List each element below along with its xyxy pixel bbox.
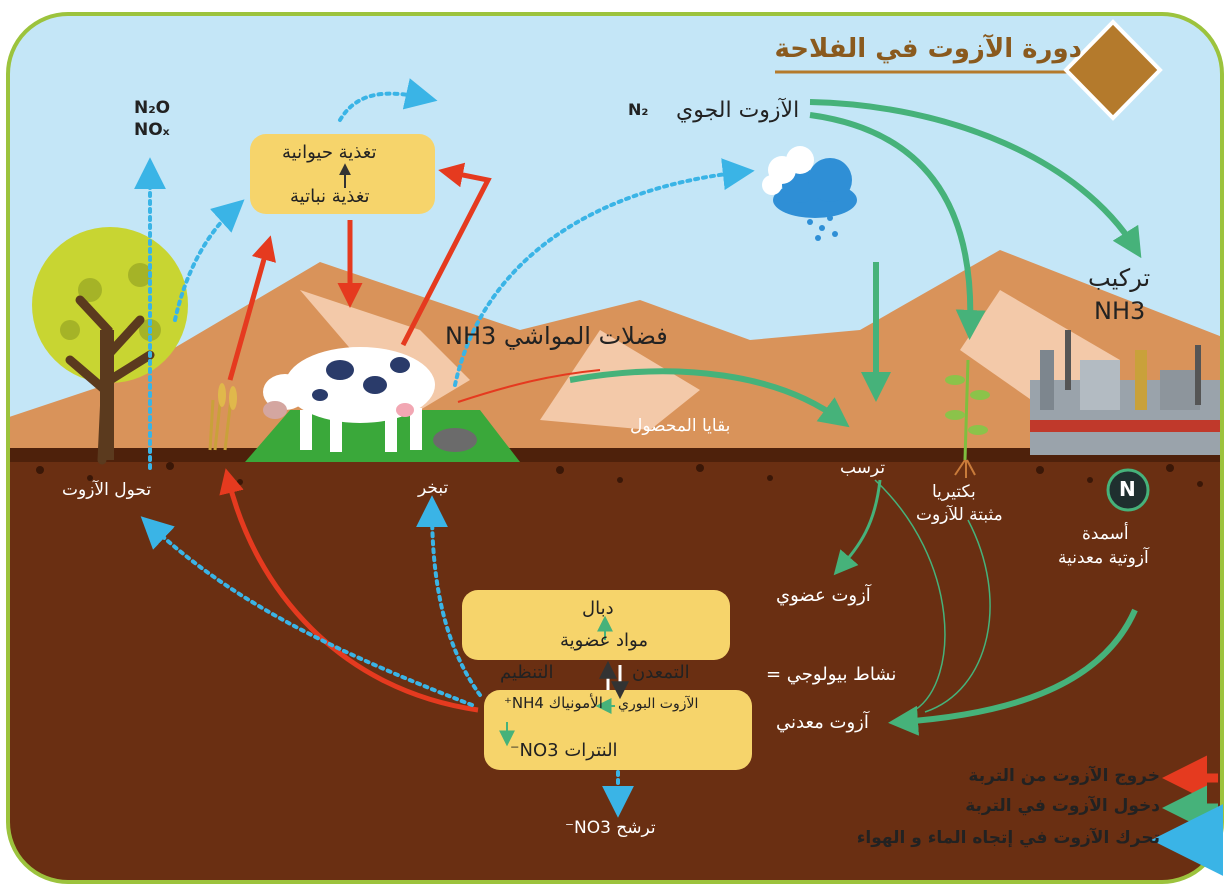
arrow-plant-to-nutrition xyxy=(227,235,276,381)
nox-label: NOₓ xyxy=(134,120,170,140)
line-bacteria-to-mineral xyxy=(924,519,991,713)
arrow-cow-to-nutrition xyxy=(400,162,492,347)
arrow-mineral-to-plant xyxy=(219,468,479,713)
arrow-tree-to-air xyxy=(173,199,245,322)
arrow-mineral-to-evaporation xyxy=(416,495,482,697)
frame-border xyxy=(6,12,1224,884)
urea-label: الآزوت البوري xyxy=(618,696,699,712)
bacteria-label-2: مثبتة للآزوت xyxy=(916,505,1003,525)
arrow-n2-to-bacteria xyxy=(809,112,986,340)
n2o-label: N₂O xyxy=(134,98,171,118)
arrow-mineral-to-transformation xyxy=(140,516,474,707)
legend-arrows xyxy=(1151,755,1224,876)
atmospheric-n-label: الآزوت الجوي xyxy=(676,98,800,123)
crop-residue-label: بقايا المحصول xyxy=(630,416,731,436)
fertilizer-badge xyxy=(1106,468,1150,512)
leaching-label: ترشح NO3⁻ xyxy=(565,818,656,838)
animal-nutrition-label: تغذية حيوانية xyxy=(282,142,377,163)
arrow-fertilizer-to-mineral xyxy=(888,608,1138,736)
synthesis-label: تركيب xyxy=(1088,264,1151,292)
bacteria-label-1: بكتيريا xyxy=(932,482,976,502)
arrow-waste-to-cloud xyxy=(453,158,755,387)
title-diamond xyxy=(1063,19,1163,121)
line-waste xyxy=(457,369,601,403)
nitrogen-fixing-plant xyxy=(945,359,990,478)
fertilizer-symbol: N xyxy=(1119,477,1136,501)
fertilizer-label-2: آزوتية معدنية xyxy=(1058,548,1149,568)
humus-label: دبال xyxy=(582,598,614,619)
diagram-title: دورة الآزوت في الفلاحة xyxy=(774,34,1082,64)
factory xyxy=(1030,330,1220,455)
legend-move: تحرك الآزوت في إتجاه الماء و الهواء xyxy=(856,828,1160,848)
mineral-box xyxy=(484,690,752,770)
organic-matter-label: مواد عضوية xyxy=(560,630,648,651)
cow xyxy=(263,347,435,452)
arrow-waste-to-deposition xyxy=(569,368,850,428)
livestock-waste-label: فضلات المواشي NH3 xyxy=(445,322,668,350)
rock xyxy=(433,428,477,452)
organization-label: التنظيم xyxy=(500,662,554,683)
transformation-label: تحول الآزوت xyxy=(62,480,152,500)
fertilizer-label-1: أسمدة xyxy=(1082,524,1129,544)
wheat-plant xyxy=(208,383,237,451)
nitrate-label: النترات NO3⁻ xyxy=(510,740,618,761)
arrow-deposition-to-organic xyxy=(833,479,882,576)
nh3-synthesis-label: NH3 xyxy=(1094,297,1146,325)
mountain-highlight xyxy=(540,330,700,430)
ammonium-label: الأمونياك NH4⁺ xyxy=(504,694,603,712)
arrow-n2-to-synthesis xyxy=(809,99,1142,259)
mineral-n-label: آزوت معدني xyxy=(776,712,869,733)
legend-in: دخول الآزوت في التربة xyxy=(965,796,1160,816)
line-deposition-to-mineral xyxy=(874,479,946,711)
plant-nutrition-label: تغذية نباتية xyxy=(290,186,370,207)
mineralization-label: التمعدن xyxy=(632,662,690,683)
bio-activity-label: نشاط بيولوجي = xyxy=(766,664,897,685)
evaporation-label: تبخر xyxy=(418,478,449,498)
arrow-nutrition-to-air xyxy=(338,78,438,122)
deposition-label: ترسب xyxy=(840,458,886,478)
organic-n-label: آزوت عضوي xyxy=(776,585,871,606)
humus-box xyxy=(462,590,730,660)
legend-out: خروج الآزوت من التربة xyxy=(968,766,1160,786)
rain-cloud xyxy=(762,146,857,241)
n2-label: N₂ xyxy=(628,100,649,119)
